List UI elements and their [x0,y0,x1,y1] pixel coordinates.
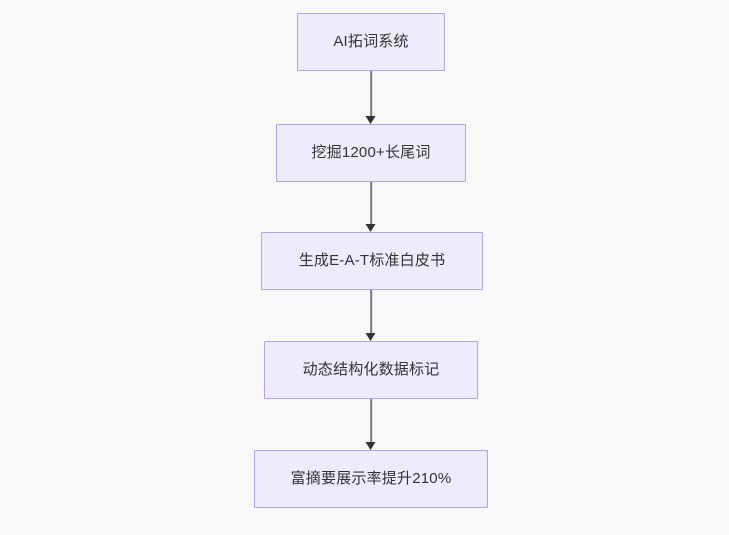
flow-node-label: 生成E-A-T标准白皮书 [298,252,446,269]
edge-line [370,182,372,225]
flow-node-4[interactable]: 动态结构化数据标记 [264,341,478,399]
edge-line [370,290,372,334]
flow-node-1[interactable]: AI拓词系统 [297,13,445,71]
edge-line [370,71,372,117]
flow-node-label: AI拓词系统 [333,33,409,50]
arrow-head-icon [365,442,376,450]
arrow-head-icon [365,333,376,341]
flow-node-5[interactable]: 富摘要展示率提升210% [254,450,488,508]
flow-node-3[interactable]: 生成E-A-T标准白皮书 [261,232,483,290]
edge-line [370,399,372,443]
arrow-head-icon [365,224,376,232]
flow-node-label: 富摘要展示率提升210% [290,470,452,487]
flow-node-2[interactable]: 挖掘1200+长尾词 [276,124,466,182]
flow-node-label: 挖掘1200+长尾词 [311,144,431,161]
arrow-head-icon [365,116,376,124]
flow-node-label: 动态结构化数据标记 [302,361,440,378]
